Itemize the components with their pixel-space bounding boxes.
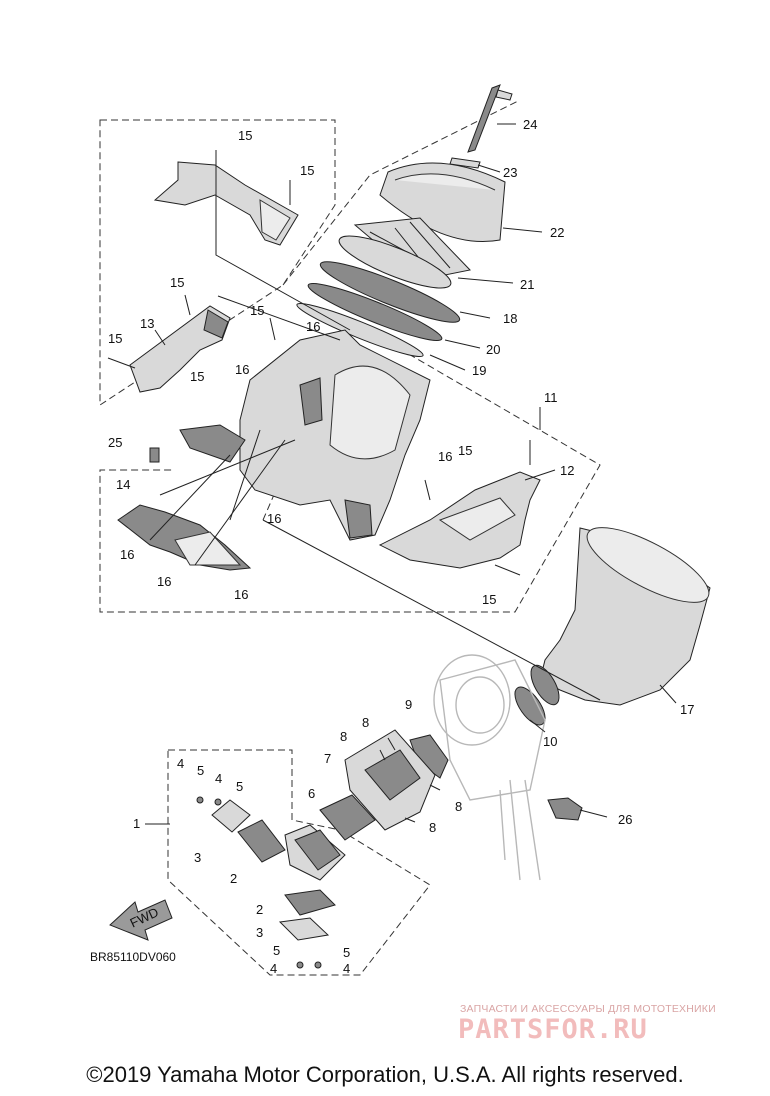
part-26-connector xyxy=(547,797,583,821)
leader-lines xyxy=(145,123,677,825)
part-23-plate xyxy=(449,157,481,169)
callout-8-d: 8 xyxy=(429,820,436,835)
callout-26: 26 xyxy=(618,812,632,827)
callout-8-b: 8 xyxy=(340,729,347,744)
callout-4-d: 4 xyxy=(343,961,350,976)
watermark-logo: PARTSFOR.RU xyxy=(458,1014,648,1045)
callout-5-d: 5 xyxy=(343,945,350,960)
part-7-reed-block xyxy=(344,729,436,831)
part-10-clamp xyxy=(514,686,546,726)
kit-1-parts xyxy=(196,796,346,969)
callout-15-e: 15 xyxy=(108,331,122,346)
part-left-fitting xyxy=(179,424,246,463)
callout-5-b: 5 xyxy=(236,779,243,794)
callout-15-b: 15 xyxy=(300,163,314,178)
callout-24: 24 xyxy=(523,117,537,132)
callout-15-a: 15 xyxy=(238,128,252,143)
callout-22: 22 xyxy=(550,225,564,240)
part-airbox-housing xyxy=(239,329,431,541)
callout-18: 18 xyxy=(503,311,517,326)
callout-3-b: 3 xyxy=(256,925,263,940)
part-19-gasket xyxy=(296,302,424,358)
callout-4-c: 4 xyxy=(270,961,277,976)
part-12-cover xyxy=(378,471,541,569)
callout-16-d: 16 xyxy=(267,511,281,526)
part-13-bracket xyxy=(129,305,231,393)
callout-10: 10 xyxy=(543,734,557,749)
callout-5-a: 5 xyxy=(197,763,204,778)
part-14-lower-cover xyxy=(117,504,252,571)
part-20-ring xyxy=(307,282,443,342)
callout-3-a: 3 xyxy=(194,850,201,865)
throttle-body-ghost xyxy=(433,654,546,881)
callout-19: 19 xyxy=(472,363,486,378)
callout-15-g: 15 xyxy=(458,443,472,458)
callout-15-c: 15 xyxy=(170,275,184,290)
part-17-intake-boot xyxy=(530,527,711,706)
part-6-reed xyxy=(319,794,376,841)
callout-16-e: 16 xyxy=(120,547,134,562)
part-bracket-upper xyxy=(153,161,299,246)
watermark-tagline: ЗАПЧАСТИ И АКСЕССУАРЫ ДЛЯ МОТОТЕХНИКИ xyxy=(460,1003,716,1015)
group-outlines xyxy=(99,99,601,976)
callout-16-a: 16 xyxy=(306,319,320,334)
callout-11: 11 xyxy=(544,390,558,405)
callout-12: 12 xyxy=(560,463,574,478)
part-code: BR85110DV060 xyxy=(90,950,176,964)
callout-15-d: 15 xyxy=(250,303,264,318)
callout-4-b: 4 xyxy=(215,771,222,786)
callout-16-g: 16 xyxy=(234,587,248,602)
callout-2-b: 2 xyxy=(256,902,263,917)
callout-23: 23 xyxy=(503,165,517,180)
fwd-arrow: FWD xyxy=(109,899,173,941)
group-box-11 xyxy=(99,319,601,613)
callout-15-h: 15 xyxy=(482,592,496,607)
part-21-filter-element xyxy=(338,217,471,289)
callout-14: 14 xyxy=(116,477,130,492)
callout-16-b: 16 xyxy=(235,362,249,377)
callout-2-a: 2 xyxy=(230,871,237,886)
fasteners xyxy=(107,150,531,823)
callout-25: 25 xyxy=(108,435,122,450)
callout-15-f: 15 xyxy=(190,369,204,384)
callout-21: 21 xyxy=(520,277,534,292)
callout-4-a: 4 xyxy=(177,756,184,771)
callout-labels: 24 23 22 21 18 20 19 15 15 15 13 15 16 1… xyxy=(108,117,694,976)
callout-13: 13 xyxy=(140,316,154,331)
part-22-filter-cover xyxy=(379,162,506,243)
group-box-upper-left xyxy=(99,119,336,406)
callout-17: 17 xyxy=(680,702,694,717)
callout-9: 9 xyxy=(405,697,412,712)
callout-7: 7 xyxy=(324,751,331,766)
callout-20: 20 xyxy=(486,342,500,357)
callout-8-c: 8 xyxy=(455,799,462,814)
callout-6: 6 xyxy=(308,786,315,801)
callout-8-a: 8 xyxy=(362,715,369,730)
callout-1: 1 xyxy=(133,816,140,831)
group-box-filter xyxy=(282,99,521,286)
part-24-rod xyxy=(467,84,513,153)
callout-5-c: 5 xyxy=(273,943,280,958)
group-box-1 xyxy=(167,749,431,976)
callout-16-f: 16 xyxy=(157,574,171,589)
callout-16-c: 16 xyxy=(438,449,452,464)
copyright-notice: ©2019 Yamaha Motor Corporation, U.S.A. A… xyxy=(86,1062,684,1087)
part-18-ring xyxy=(319,261,461,323)
